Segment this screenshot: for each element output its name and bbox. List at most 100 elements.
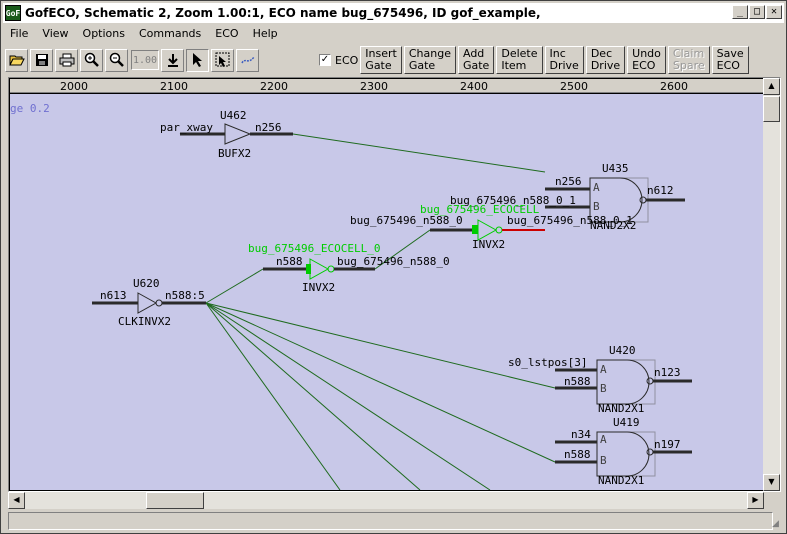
u420-out-net: n123 <box>654 366 681 379</box>
resize-grip-icon[interactable]: ◢ <box>772 519 779 529</box>
ruler-tick: 2200 <box>260 80 288 93</box>
gate-u620[interactable]: U620 n613 n588:5 CLKINVX2 <box>92 277 206 328</box>
app-logo-icon: GoF <box>5 5 21 21</box>
vertical-scroll-thumb[interactable] <box>763 96 780 122</box>
u419-out-net: n197 <box>654 438 681 451</box>
select-box-icon[interactable] <box>211 48 234 72</box>
undo-eco-button[interactable]: Undo ECO <box>627 46 666 74</box>
u462-inst: U462 <box>220 109 247 122</box>
print-icon[interactable] <box>55 48 78 72</box>
u435-inst: U435 <box>602 162 629 175</box>
schematic-drawing[interactable]: ge 0.2 U462 par_xway n256 BUFX2 <box>10 94 764 490</box>
u435-pin-b: B <box>593 200 600 213</box>
eco-checkbox[interactable]: ✓ <box>319 54 331 66</box>
scroll-left-icon[interactable]: ◀ <box>8 492 25 509</box>
close-button[interactable]: ✕ <box>766 5 782 19</box>
schematic-canvas[interactable]: ge 0.2 U462 par_xway n256 BUFX2 <box>10 94 764 490</box>
u435-cell: NAND2X2 <box>590 219 636 232</box>
ruler-tick: 2000 <box>60 80 88 93</box>
eco1-out-net: bug_675496_n588_0_1 <box>507 214 633 227</box>
horizontal-scrollbar[interactable]: ◀ ▶ <box>8 492 764 509</box>
eco1-name: bug_675496_ECOCELL <box>420 203 540 216</box>
horizontal-scroll-thumb[interactable] <box>146 492 204 509</box>
gate-u419[interactable]: U419 A B n34 n588 n197 NAND2X1 <box>555 416 692 487</box>
zoom-level-field[interactable]: 1.00 <box>131 50 159 70</box>
menu-eco[interactable]: ECO <box>215 26 239 40</box>
toolbar: 1.00 ✓ ECO Insert Gate Change Gate Add G… <box>3 45 784 75</box>
u620-inst: U620 <box>133 277 160 290</box>
save-eco-button[interactable]: Save ECO <box>711 46 749 74</box>
eco1-in-net: bug_675496_n588_0 <box>350 214 463 227</box>
claim-spare-button[interactable]: Claim Spare <box>667 46 710 74</box>
window-title: GofECO, Schematic 2, Zoom 1.00:1, ECO na… <box>25 6 541 20</box>
zoom-apply-icon[interactable] <box>161 48 184 72</box>
u435-out-net: n612 <box>647 184 674 197</box>
minimize-button[interactable]: _ <box>732 5 748 19</box>
u435-b-net: bug_675496_n588_0_1 <box>450 194 576 207</box>
menu-file[interactable]: File <box>10 26 29 40</box>
u462-cell: BUFX2 <box>218 147 251 160</box>
gate-u420[interactable]: U420 A B s0_lstpos[3] n588 n123 NAND2X1 <box>508 344 692 415</box>
u620-cell: CLKINVX2 <box>118 315 171 328</box>
menu-bar: File View Options Commands ECO Help <box>3 24 784 42</box>
open-icon[interactable] <box>5 48 28 72</box>
maximize-button[interactable]: □ <box>749 5 765 19</box>
u435-pin-a: A <box>593 181 600 194</box>
scroll-down-icon[interactable]: ▼ <box>763 474 780 491</box>
ruler-tick: 2400 <box>460 80 488 93</box>
wire-eco0-eco1[interactable] <box>374 229 431 270</box>
ruler-tick: 2100 <box>160 80 188 93</box>
u419-pin-a: A <box>600 433 607 446</box>
zoom-out-icon[interactable] <box>105 48 128 72</box>
title-bar[interactable]: GoF GofECO, Schematic 2, Zoom 1.00:1, EC… <box>3 3 784 23</box>
eco0-in-net: n588 <box>276 255 303 268</box>
u419-a-net: n34 <box>571 428 591 441</box>
u420-b-net: n588 <box>564 375 591 388</box>
status-bar <box>8 512 773 530</box>
menu-view[interactable]: View <box>42 26 69 40</box>
u620-in-net: n613 <box>100 289 127 302</box>
eco-cell-1[interactable]: bug_675496_ECOCELL bug_675496_n588_0 bug… <box>350 203 633 251</box>
scroll-right-icon[interactable]: ▶ <box>747 492 764 509</box>
wire-n588-b[interactable] <box>205 302 421 490</box>
menu-options[interactable]: Options <box>82 26 125 40</box>
ruler-tick: 2600 <box>660 80 688 93</box>
u420-a-net: s0_lstpos[3] <box>508 356 587 369</box>
menu-help[interactable]: Help <box>252 26 278 40</box>
eco-mode-toggle[interactable]: ✓ ECO <box>319 54 358 67</box>
save-icon[interactable] <box>30 48 53 72</box>
wire-layer <box>205 133 556 490</box>
page-label: ge 0.2 <box>10 102 50 115</box>
gate-u435[interactable]: U435 A B n256 bug_675496_n588_0_1 n612 N… <box>450 162 685 232</box>
u462-out-net: n256 <box>255 121 282 134</box>
wire-n588-a[interactable] <box>205 302 491 490</box>
ruler-tick: 2300 <box>360 80 388 93</box>
menu-commands[interactable]: Commands <box>138 26 202 40</box>
u419-cell: NAND2X1 <box>598 474 644 487</box>
dec-drive-button[interactable]: Dec Drive <box>585 46 626 74</box>
wire-n588-eco0[interactable] <box>205 268 264 304</box>
wire-n588-c[interactable] <box>205 302 341 490</box>
gate-u462[interactable]: U462 par_xway n256 BUFX2 <box>160 109 293 160</box>
vertical-scrollbar[interactable]: ▲ ▼ <box>763 78 780 491</box>
coordinate-ruler: 2000 2100 2200 2300 2400 2500 2600 <box>10 79 764 93</box>
select-pointer-icon[interactable] <box>186 48 209 72</box>
insert-gate-button[interactable]: Insert Gate <box>360 46 402 74</box>
eco-cell-0[interactable]: bug_675496_ECOCELL_0 n588 bug_675496_n58… <box>248 242 450 294</box>
delete-item-button[interactable]: Delete Item <box>496 46 543 74</box>
eco0-cell: INVX2 <box>302 281 335 294</box>
zoom-in-icon[interactable] <box>80 48 103 72</box>
add-gate-button[interactable]: Add Gate <box>457 46 495 74</box>
u419-pin-b: B <box>600 454 607 467</box>
wire-n256[interactable] <box>292 133 546 173</box>
wire-n588-u419[interactable] <box>205 302 556 463</box>
u419-b-net: n588 <box>564 448 591 461</box>
eco-checkbox-label: ECO <box>335 53 359 67</box>
wire-n588-u420[interactable] <box>205 302 556 389</box>
scroll-up-icon[interactable]: ▲ <box>763 78 780 95</box>
wire-trace-icon[interactable] <box>236 48 259 72</box>
u462-in-net: par_xway <box>160 121 213 134</box>
inc-drive-button[interactable]: Inc Drive <box>544 46 584 74</box>
change-gate-button[interactable]: Change Gate <box>403 46 456 74</box>
schematic-frame: 2000 2100 2200 2300 2400 2500 2600 <box>8 77 781 492</box>
